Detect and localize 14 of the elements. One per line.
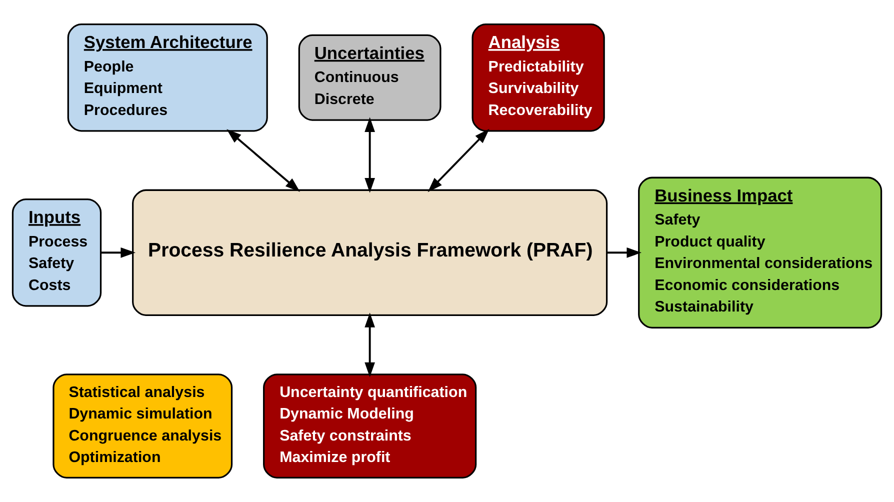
- arrow: [606, 247, 642, 258]
- arrow: [226, 129, 300, 192]
- node-box: Business Impact Safety Product quality Environmental considerations Economic considerations Sustainability: [638, 176, 882, 328]
- node-box: Analysis Predictability Survivability Recoverability: [472, 24, 605, 132]
- node-box: Uncertainty quantification Dynamic Modeling Safety constraints Maximize profit: [263, 374, 477, 478]
- node-box: Process Resilience Analysis Framework (PRAF): [132, 189, 608, 316]
- arrow: [428, 128, 490, 192]
- arrow: [101, 247, 136, 258]
- node-box: Uncertainties Continuous Discrete: [298, 34, 442, 121]
- node-box: System Architecture People Equipment Procedures: [67, 24, 268, 132]
- arrow: [364, 117, 375, 193]
- arrow: [364, 312, 375, 378]
- node-box: Statistical analysis Dynamic simulation Congruence analysis Optimization: [52, 374, 233, 478]
- node-box: Inputs Process Safety Costs: [12, 198, 102, 307]
